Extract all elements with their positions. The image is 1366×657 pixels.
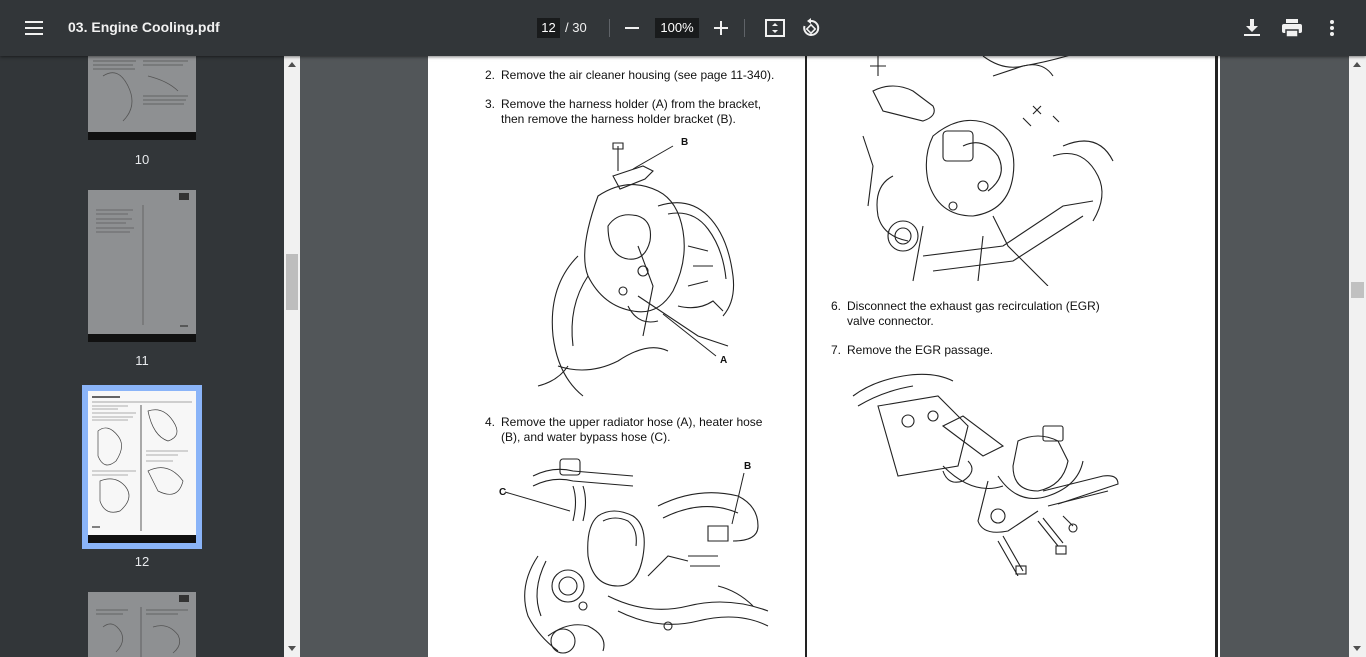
step-7: 7. Remove the EGR passage. (831, 343, 1161, 359)
thumbnail-sidebar: 10 11 12 (0, 56, 284, 657)
toolbar-divider (609, 19, 610, 37)
zoom-in-icon[interactable] (711, 18, 731, 38)
step-6: 6. Disconnect the exhaust gas recirculat… (831, 299, 1161, 331)
scroll-down-arrow-icon[interactable] (288, 646, 296, 651)
callout-label: B (744, 461, 752, 472)
step-text-line2: valve connector. (847, 314, 934, 328)
callout-label: A (720, 355, 728, 366)
egr-passage-illustration (852, 373, 1119, 576)
callout-label: B (681, 137, 689, 148)
sidebar-scrollbar[interactable] (284, 56, 300, 657)
zoom-level-input[interactable]: 100% (655, 18, 699, 38)
thermostat-housing-illustration (862, 56, 1114, 286)
page-thumbnail-13[interactable] (88, 592, 196, 657)
fit-page-icon[interactable] (763, 16, 787, 40)
rotate-icon[interactable] (799, 16, 823, 40)
step-number: 2. (485, 68, 496, 82)
callout-label: C (499, 487, 507, 498)
document-scrollbar[interactable] (1349, 56, 1366, 657)
scroll-up-arrow-icon[interactable] (1353, 62, 1361, 67)
scroll-down-arrow-icon[interactable] (1353, 646, 1361, 651)
step-number: 7. (831, 343, 842, 357)
step-number: 4. (485, 415, 496, 429)
step-2: 2. Remove the air cleaner housing (see p… (485, 68, 795, 84)
page-thumbnail-11[interactable] (88, 190, 196, 342)
step-text: Remove the air cleaner housing (see page… (501, 68, 775, 82)
page-thumbnail-10[interactable] (88, 56, 196, 140)
column-divider (805, 56, 807, 657)
step-4: 4. Remove the upper radiator hose (A), h… (485, 415, 795, 447)
pdf-page: 2. Remove the air cleaner housing (see p… (428, 56, 1220, 657)
thumbnail-label: 11 (135, 353, 149, 368)
step-3: 3. Remove the harness holder (A) from th… (485, 97, 795, 129)
more-options-icon[interactable] (1320, 16, 1344, 40)
zoom-out-icon[interactable] (622, 18, 642, 38)
print-icon[interactable] (1280, 16, 1304, 40)
step-text: Remove the upper radiator hose (A), heat… (501, 415, 763, 429)
page-thumbnail-12[interactable] (88, 391, 196, 543)
document-scrollbar-thumb[interactable] (1351, 282, 1364, 298)
page-right-border (1215, 56, 1218, 657)
sidebar-scrollbar-thumb[interactable] (286, 254, 298, 310)
step-text-line2: then remove the harness holder bracket (… (501, 112, 736, 126)
step-text: Disconnect the exhaust gas recirculation… (847, 299, 1100, 313)
pdf-toolbar: 03. Engine Cooling.pdf 12 / 30 100% (0, 0, 1366, 56)
scroll-up-arrow-icon[interactable] (288, 62, 296, 67)
step-text: Remove the EGR passage. (847, 343, 994, 357)
step-text: Remove the harness holder (A) from the b… (501, 97, 762, 111)
page-number-input[interactable]: 12 (537, 18, 560, 38)
step-number: 6. (831, 299, 842, 313)
document-title: 03. Engine Cooling.pdf (68, 19, 220, 35)
thumbnail-label: 12 (134, 554, 150, 569)
harness-holder-illustration (537, 142, 735, 397)
hamburger-menu-icon[interactable] (22, 16, 46, 40)
download-icon[interactable] (1240, 16, 1264, 40)
step-number: 3. (485, 97, 496, 111)
radiator-hose-illustration (504, 458, 769, 654)
thumbnail-label: 10 (134, 152, 150, 167)
page-total: / 30 (565, 20, 587, 35)
step-text-line2: (B), and water bypass hose (C). (501, 430, 671, 444)
toolbar-divider (744, 19, 745, 37)
